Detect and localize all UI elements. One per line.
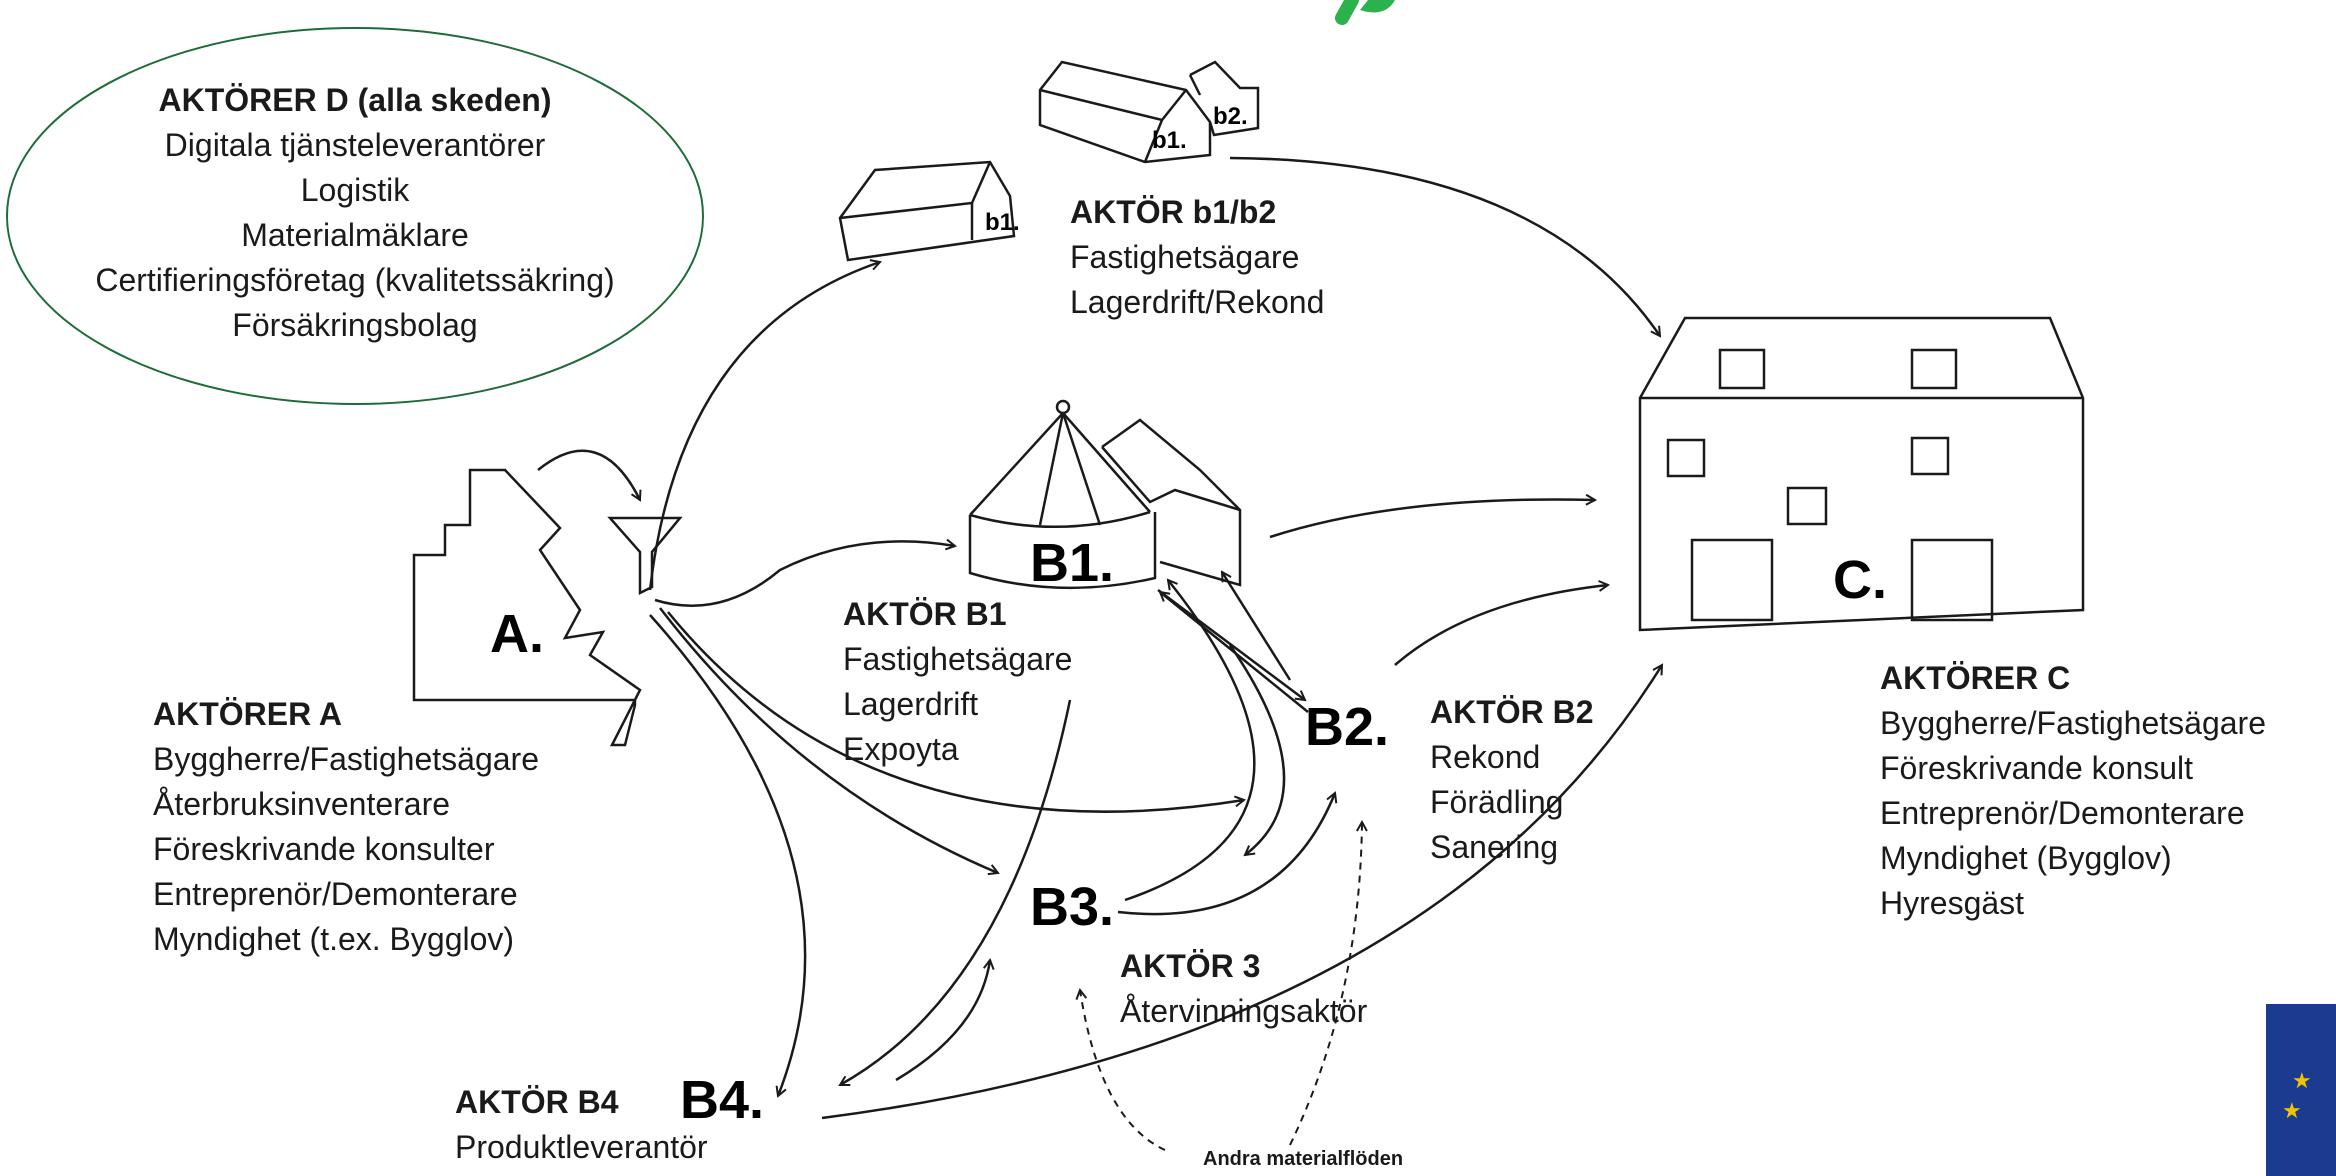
node-b2-label: B2. — [1305, 697, 1389, 757]
other-flow-arrows — [1080, 822, 1362, 1151]
actor-b1-block: AKTÖR B1 Fastighetsägare Lagerdrift Expo… — [843, 592, 1072, 772]
eu-star-icon: ★ — [2282, 1099, 2302, 1124]
title-fragment-mark — [1360, 0, 1395, 13]
actors-d-ellipse — [6, 27, 704, 405]
other-flows-note: Andra materialflöden — [1203, 1148, 1404, 1170]
node-b3-label: B3. — [1030, 877, 1114, 937]
actor-b2-title: AKTÖR B2 — [1430, 694, 1594, 730]
actors-d-title: AKTÖRER D (alla skeden) — [158, 82, 552, 118]
arrow-funnel-to-b2low — [667, 611, 1244, 813]
actor-b1b2-item: Lagerdrift/Rekond — [1070, 284, 1325, 320]
actor-3-block: AKTÖR 3 Återvinningsaktör — [1120, 944, 1367, 1034]
arrow-funnel-to-b3 — [659, 607, 998, 873]
arrow-b1-to-c — [1269, 499, 1595, 539]
actor-b2-item: Förädling — [1430, 784, 1564, 820]
eu-flag-icon — [2266, 1004, 2336, 1176]
arrow-b1b2-to-c — [1229, 156, 1660, 336]
actor-3-item: Återvinningsaktör — [1120, 993, 1368, 1029]
node-b1-label: B1. — [1030, 533, 1114, 593]
node-b4-label: B4. — [680, 1070, 764, 1130]
arrow-b4-to-c — [821, 665, 1662, 1120]
actors-d-item: Logistik — [300, 172, 410, 208]
actor-b2-item: Rekond — [1430, 739, 1541, 775]
warehouse-b2-small-label: b2. — [1213, 103, 1248, 130]
actors-a-item: Myndighet (t.ex. Bygglov) — [153, 921, 515, 957]
actors-c-item: Föreskrivande konsult — [1880, 750, 2194, 786]
title-fragment-stroke — [1335, 0, 1359, 25]
node-c-label: C. — [1833, 550, 1887, 610]
actor-b1-item: Expoyta — [843, 731, 959, 767]
flow-arrows — [537, 156, 1662, 1120]
actor-b4-title: AKTÖR B4 — [455, 1084, 619, 1120]
actors-c-title: AKTÖRER C — [1880, 660, 2071, 696]
actor-b1-item: Fastighetsägare — [843, 641, 1073, 677]
actor-b2-item: Sanering — [1430, 829, 1559, 865]
actor-b1-item: Lagerdrift — [843, 686, 979, 722]
arrow-funnel-to-b1 — [654, 541, 955, 607]
arrow-b2-to-b1b — [1222, 572, 1292, 681]
actor-3-title: AKTÖR 3 — [1120, 948, 1261, 984]
actors-d-item: Försäkringsbolag — [232, 307, 478, 343]
actors-a-item: Återbruksinventerare — [153, 786, 451, 822]
node-a-label: A. — [490, 604, 544, 664]
actors-c-item: Byggherre/Fastighetsägare — [1880, 705, 2266, 741]
actor-b2-block: AKTÖR B2 Rekond Förädling Sanering — [1430, 690, 1594, 870]
actor-b4-item: Produktleverantör — [455, 1129, 708, 1165]
actor-b1b2-title: AKTÖR b1/b2 — [1070, 194, 1277, 230]
tent-b1-icon — [968, 399, 1242, 590]
arrow-funnel-to-b1small — [648, 262, 880, 591]
actor-b1-title: AKTÖR B1 — [843, 596, 1007, 632]
actors-c-item: Hyresgäst — [1880, 885, 2025, 921]
actors-d-item: Materialmäklare — [241, 217, 469, 253]
building-c-icon — [1638, 316, 2085, 632]
actor-b4-block: AKTÖR B4 Produktleverantör — [455, 1080, 708, 1170]
actors-c-block: AKTÖRER C Byggherre/Fastighetsägare Före… — [1880, 656, 2266, 926]
actors-c-item: Entreprenör/Demonterare — [1880, 795, 2245, 831]
actors-d-item: Certifieringsföretag (kvalitetssäkring) — [95, 262, 615, 298]
arrow-b1-to-b4 — [840, 699, 1072, 1087]
arrow-b1-to-b3 — [1228, 644, 1286, 855]
warehouse-b1-small-label: b1. — [985, 209, 1020, 236]
actors-a-item: Föreskrivande konsulter — [153, 831, 495, 867]
warehouse-b1-b2-icon — [1038, 60, 1260, 164]
actors-a-title: AKTÖRER A — [153, 696, 343, 732]
warehouse-b1-label-2: b1. — [1152, 127, 1187, 154]
eu-star-icon: ★ — [2292, 1069, 2312, 1094]
actor-b1b2-item: Fastighetsägare — [1070, 239, 1300, 275]
actors-c-item: Myndighet (Bygglov) — [1880, 840, 2172, 876]
arrow-b3-to-b2 — [1117, 793, 1335, 916]
actors-a-item: Byggherre/Fastighetsägare — [153, 741, 539, 777]
building-a-icon — [412, 468, 642, 747]
arrow-b4-to-b3 — [895, 960, 990, 1082]
arrow-b3-to-b1 — [1124, 580, 1256, 902]
actors-a-item: Entreprenör/Demonterare — [153, 876, 518, 912]
funnel-icon — [607, 516, 683, 596]
actor-b1b2-block: AKTÖR b1/b2 Fastighetsägare Lagerdrift/R… — [1070, 190, 1324, 325]
actors-a-block: AKTÖRER A Byggherre/Fastighetsägare Åter… — [153, 692, 539, 962]
actors-d-block: AKTÖRER D (alla skeden) Digitala tjänste… — [55, 78, 655, 348]
arrow-a-to-funnel — [537, 449, 640, 500]
actors-d-item: Digitala tjänsteleverantörer — [164, 127, 546, 163]
arrow-b2-to-c — [1394, 585, 1608, 666]
warehouse-b1-icon — [838, 160, 1016, 262]
arrow-funnel-to-b4 — [649, 614, 807, 1096]
